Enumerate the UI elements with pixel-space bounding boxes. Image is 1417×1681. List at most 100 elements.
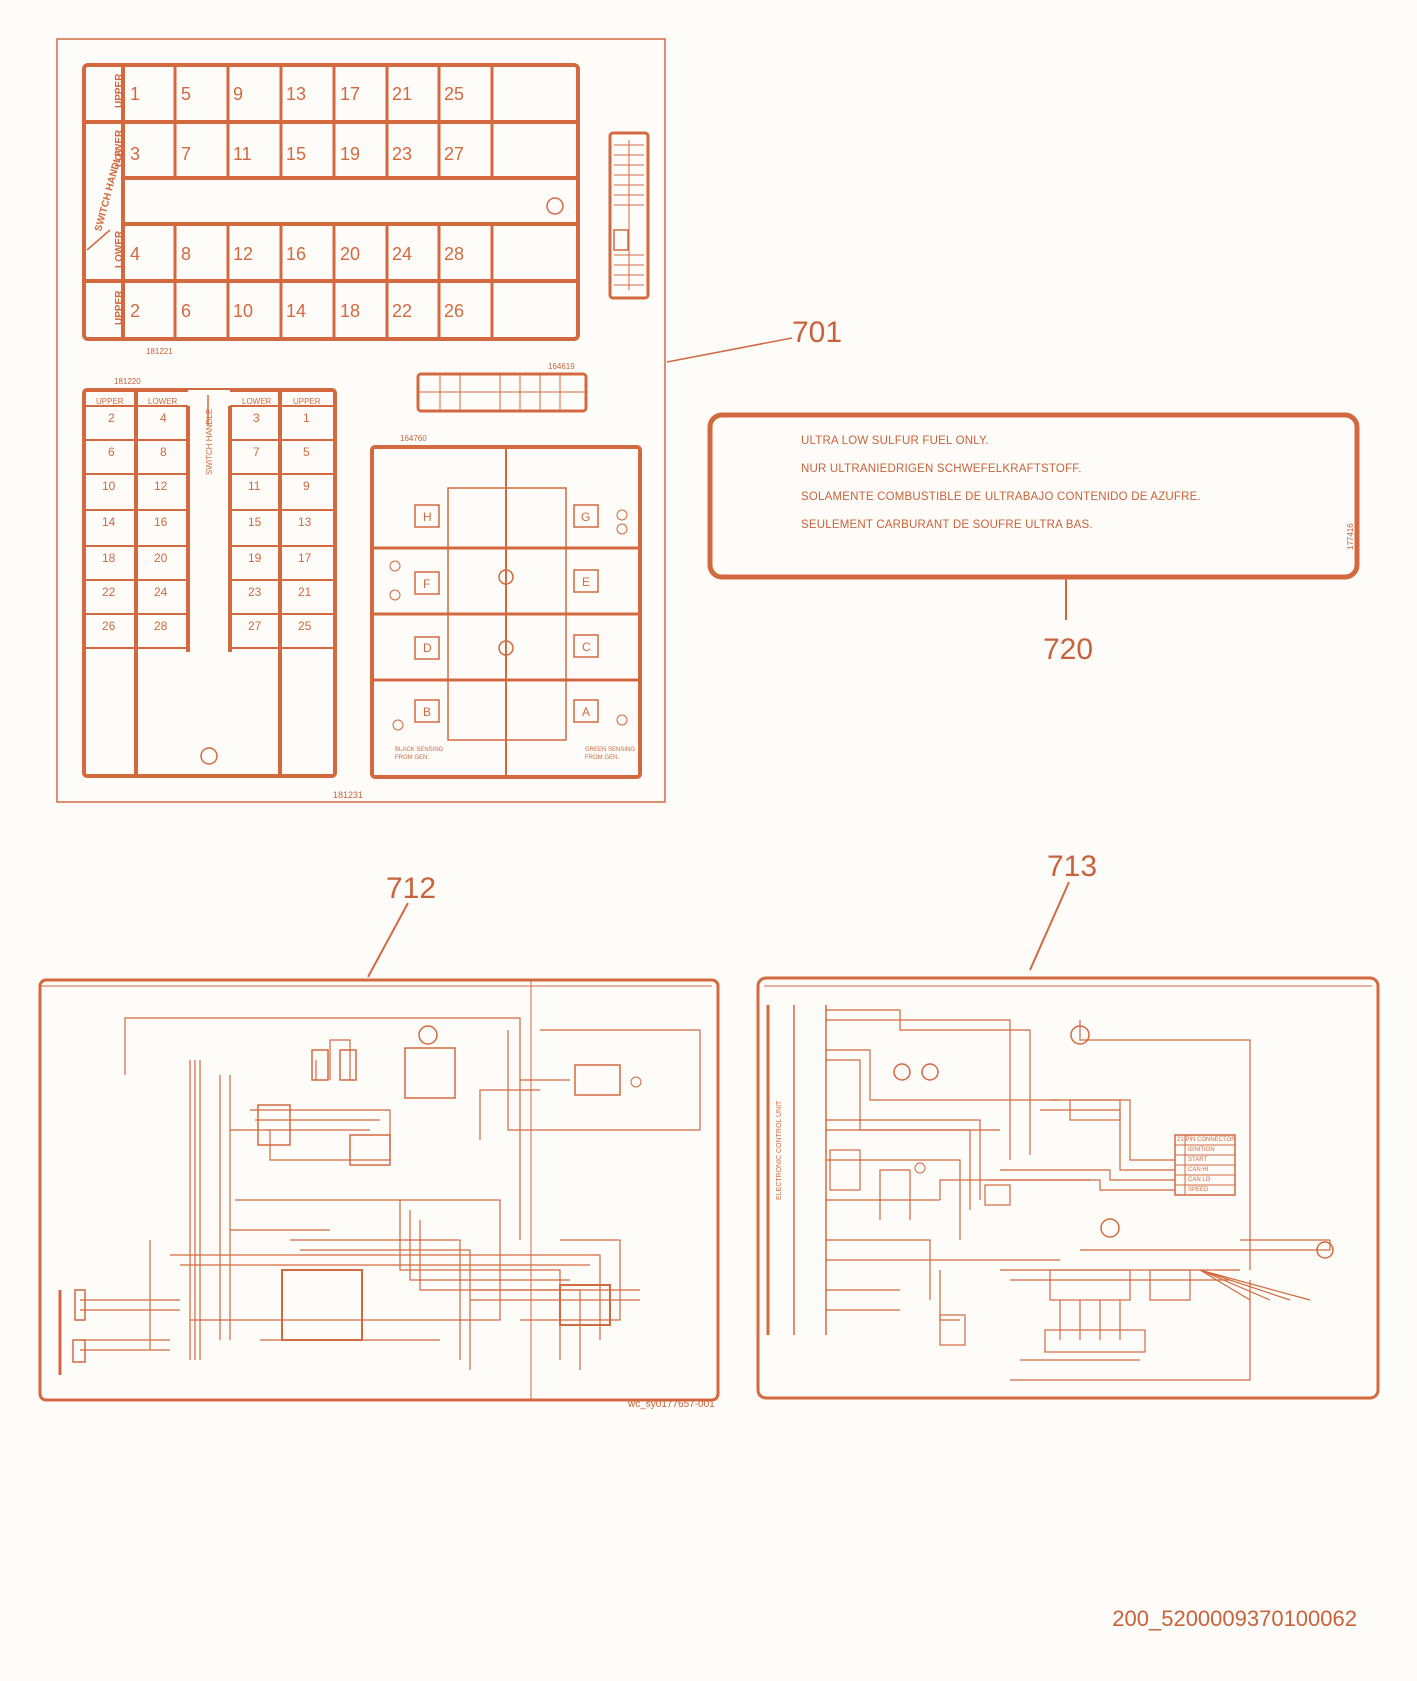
schematic-712-drawing-id: wc_sy0177657-001 <box>628 1399 715 1410</box>
leader-713 <box>1029 881 1070 971</box>
svg-text:24: 24 <box>392 244 412 264</box>
svg-text:25: 25 <box>444 84 464 104</box>
callout-713: 713 <box>1047 850 1098 883</box>
callout-712: 712 <box>386 872 437 905</box>
upper-terminal-block <box>82 63 580 341</box>
svg-text:13: 13 <box>298 515 312 529</box>
svg-text:23: 23 <box>248 585 262 599</box>
document-id: 200_5200009370100062 <box>1112 1606 1357 1631</box>
svg-text:H: H <box>423 510 432 524</box>
fuel-label-border <box>707 412 1360 580</box>
svg-text:4: 4 <box>160 411 167 425</box>
svg-text:22: 22 <box>392 301 412 321</box>
svg-text:15: 15 <box>286 144 306 164</box>
svg-text:18: 18 <box>102 551 116 565</box>
schematic-713 <box>756 976 1380 1400</box>
svg-text:LOWER: LOWER <box>114 230 125 268</box>
svg-text:14: 14 <box>102 515 116 529</box>
svg-text:12: 12 <box>233 244 253 264</box>
lower-terminal-block <box>82 388 337 778</box>
svg-text:FROM GEN.: FROM GEN. <box>585 755 619 761</box>
svg-text:A: A <box>582 705 590 719</box>
svg-text:25: 25 <box>298 619 312 633</box>
svg-text:24: 24 <box>154 585 168 599</box>
svg-text:14: 14 <box>286 301 306 321</box>
svg-text:8: 8 <box>181 244 191 264</box>
svg-text:F: F <box>423 577 430 591</box>
svg-text:IGNITION: IGNITION <box>1188 1147 1215 1153</box>
svg-text:5: 5 <box>181 84 191 104</box>
svg-text:10: 10 <box>233 301 253 321</box>
svg-text:6: 6 <box>108 445 115 459</box>
svg-text:28: 28 <box>444 244 464 264</box>
svg-text:3: 3 <box>253 411 260 425</box>
svg-text:GREEN SENSING: GREEN SENSING <box>585 747 635 753</box>
svg-text:28: 28 <box>154 619 168 633</box>
svg-text:13: 13 <box>286 84 306 104</box>
svg-text:7: 7 <box>181 144 191 164</box>
svg-text:LOWER: LOWER <box>242 397 272 406</box>
svg-text:22: 22 <box>102 585 116 599</box>
svg-text:SWITCH HANDLE: SWITCH HANDLE <box>205 409 214 475</box>
svg-text:9: 9 <box>233 84 243 104</box>
svg-text:23: 23 <box>392 144 412 164</box>
svg-text:11: 11 <box>233 144 252 164</box>
decal-number-181221: 181221 <box>146 347 173 356</box>
svg-text:5: 5 <box>303 445 310 459</box>
svg-text:2: 2 <box>130 301 140 321</box>
side-connector-strip <box>608 131 650 300</box>
svg-text:10: 10 <box>102 479 116 493</box>
svg-text:8: 8 <box>160 445 167 459</box>
svg-text:FROM GEN.: FROM GEN. <box>395 755 429 761</box>
svg-text:18: 18 <box>340 301 360 321</box>
svg-text:9: 9 <box>303 479 310 493</box>
svg-text:CAN HI: CAN HI <box>1188 1167 1209 1173</box>
callout-720: 720 <box>1043 633 1094 666</box>
svg-text:4: 4 <box>130 244 140 264</box>
svg-text:START: START <box>1188 1157 1207 1163</box>
svg-text:27: 27 <box>444 144 464 164</box>
svg-text:UPPER: UPPER <box>114 73 125 108</box>
callout-701: 701 <box>792 316 843 349</box>
svg-text:12: 12 <box>154 479 168 493</box>
svg-text:19: 19 <box>248 551 262 565</box>
svg-text:E: E <box>582 575 590 589</box>
svg-text:15: 15 <box>248 515 262 529</box>
svg-text:LOWER: LOWER <box>148 397 178 406</box>
svg-text:26: 26 <box>102 619 116 633</box>
schematic-712 <box>38 978 720 1402</box>
svg-text:SPEED: SPEED <box>1188 1187 1209 1193</box>
svg-text:27: 27 <box>248 619 262 633</box>
svg-text:19: 19 <box>340 144 360 164</box>
decal-number-164619: 164619 <box>548 362 575 371</box>
leader-712 <box>367 902 409 978</box>
svg-text:17: 17 <box>298 551 312 565</box>
svg-text:G: G <box>581 510 590 524</box>
svg-text:20: 20 <box>154 551 168 565</box>
svg-text:21: 21 <box>392 84 412 104</box>
decal-number-181220: 181220 <box>114 377 141 386</box>
svg-text:21: 21 <box>298 585 312 599</box>
small-connector-decal <box>416 372 588 413</box>
fuel-text-en: ULTRA LOW SULFUR FUEL ONLY. <box>801 435 989 447</box>
svg-text:11: 11 <box>248 479 261 493</box>
svg-text:26: 26 <box>444 301 464 321</box>
svg-text:1: 1 <box>130 84 140 104</box>
svg-text:17: 17 <box>340 84 360 104</box>
svg-text:6: 6 <box>181 301 191 321</box>
svg-text:16: 16 <box>154 515 168 529</box>
svg-text:B: B <box>423 705 431 719</box>
svg-text:UPPER: UPPER <box>114 290 125 325</box>
svg-text:UPPER: UPPER <box>293 397 321 406</box>
decal-number-164760: 164760 <box>400 434 427 443</box>
fuel-label-part-number: 177416 <box>1346 523 1355 550</box>
svg-text:16: 16 <box>286 244 306 264</box>
svg-text:20: 20 <box>340 244 360 264</box>
svg-text:21 PIN CONNECTOR: 21 PIN CONNECTOR <box>1177 1137 1236 1143</box>
leader-701 <box>666 337 793 363</box>
decal-number-181231: 181231 <box>333 790 364 800</box>
svg-text:1: 1 <box>303 411 310 425</box>
svg-text:2: 2 <box>108 411 115 425</box>
